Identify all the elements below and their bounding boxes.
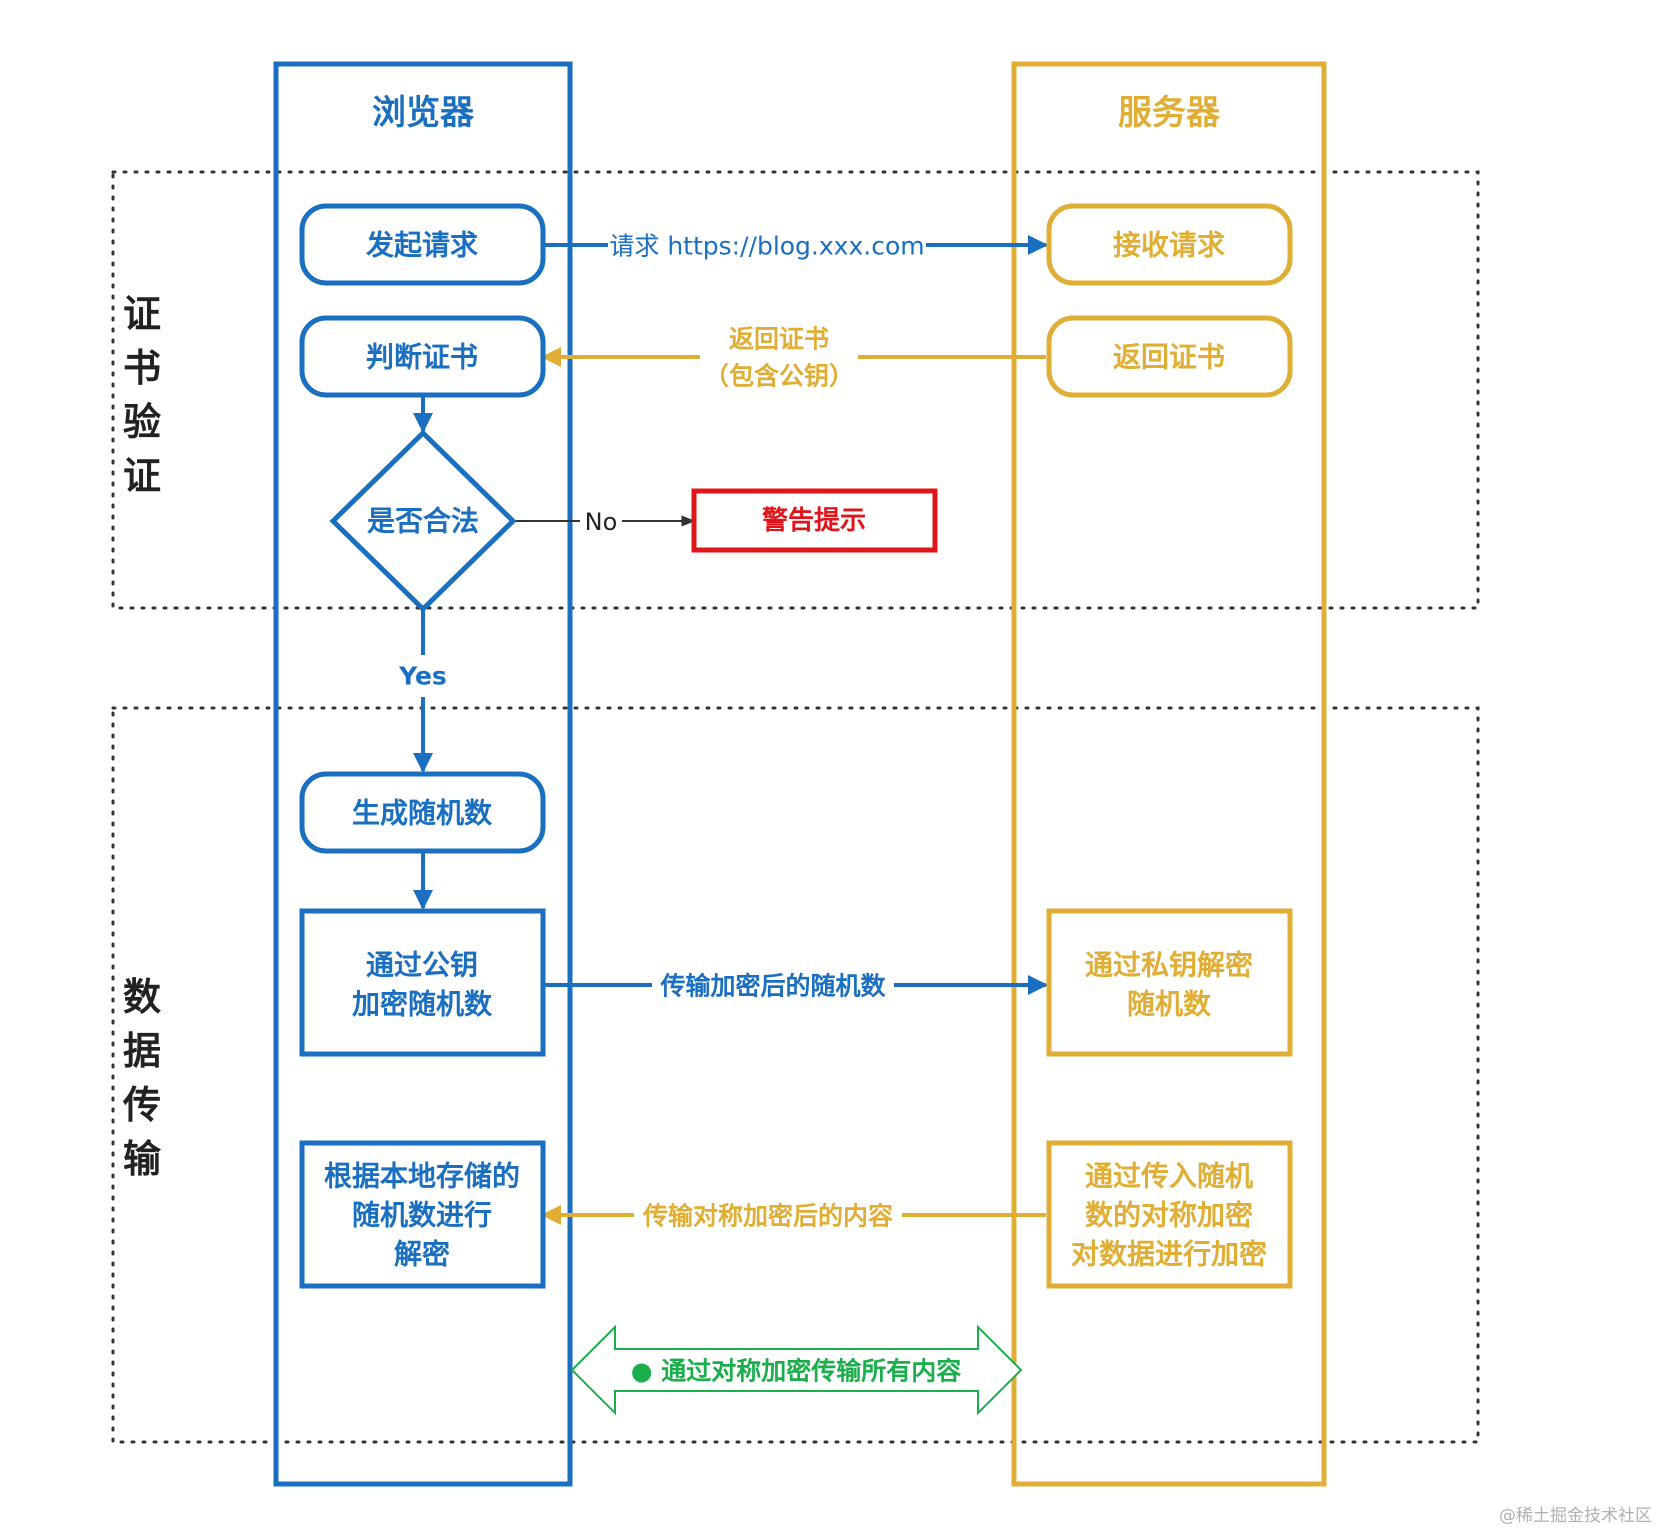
edge-return-cert-label: 返回证书	[729, 325, 829, 354]
symmetric-transfer-arrow	[570, 1324, 1023, 1416]
edge-label-bg	[652, 968, 894, 1002]
yes-label: Yes	[398, 662, 447, 691]
server-lane	[1011, 61, 1327, 1487]
phase-label-char: 传	[122, 1083, 161, 1127]
symmetric-transfer-label: ● 通过对称加密传输所有内容	[631, 1357, 962, 1386]
node-judge-cert-label: 判断证书	[366, 341, 478, 374]
node-is-valid-diamond	[329, 429, 517, 613]
node-receive-request-label: 接收请求	[1113, 229, 1225, 262]
node-encrypt-random-label: 加密随机数	[352, 988, 493, 1021]
node-send-request-label: 发起请求	[365, 229, 478, 262]
browser-lane	[273, 61, 573, 1487]
phase-label-char: 据	[123, 1029, 161, 1073]
node-decrypt-random	[1046, 908, 1293, 1057]
node-decrypt-content-label: 解密	[394, 1238, 450, 1271]
node-encrypt-random	[299, 908, 546, 1057]
edge-request-label: 请求 https://blog.xxx.com	[609, 232, 924, 261]
node-receive-request	[1046, 203, 1293, 286]
server-lane-title: 服务器	[1118, 93, 1221, 133]
edge-return-cert-label: （包含公钥）	[704, 362, 854, 391]
phase-box-cert-verify	[111, 170, 1480, 610]
node-encrypt-data-label: 对数据进行加密	[1071, 1238, 1267, 1271]
phase-label-data-transfer: 数 据 传 输	[122, 975, 162, 1181]
node-decrypt-content	[299, 1140, 546, 1289]
edge-no-label: No	[585, 508, 618, 536]
phase-label-char: 输	[123, 1137, 162, 1181]
edge-label-bg	[580, 506, 622, 536]
node-warning	[691, 488, 938, 553]
node-encrypt-data	[1046, 1140, 1293, 1289]
node-encrypt-data-label: 数的对称加密	[1085, 1199, 1253, 1232]
edge-transfer-content-label: 传输对称加密后的内容	[642, 1202, 893, 1231]
node-decrypt-content-label: 随机数进行	[352, 1199, 492, 1232]
node-encrypt-data-label: 通过传入随机	[1085, 1160, 1253, 1193]
phase-label-char: 证	[123, 292, 161, 336]
edge-label-bg	[608, 228, 926, 262]
node-generate-random-label: 生成随机数	[352, 797, 493, 830]
phase-label-char: 证	[123, 454, 161, 498]
edge-label-bg	[700, 322, 858, 394]
node-judge-cert	[299, 315, 546, 398]
edge-transfer-random-label: 传输加密后的随机数	[659, 972, 886, 1001]
browser-lane-title: 浏览器	[372, 93, 475, 133]
node-decrypt-random-label: 随机数	[1127, 988, 1212, 1021]
node-generate-random	[299, 771, 546, 854]
node-decrypt-content-label: 根据本地存储的	[324, 1160, 520, 1193]
node-is-valid-label: 是否合法	[367, 505, 479, 538]
node-decrypt-random-label: 通过私钥解密	[1085, 949, 1253, 982]
phase-label-char: 数	[123, 975, 161, 1019]
node-return-cert	[1046, 315, 1293, 398]
phase-label-cert-verify: 证 书 验 证	[123, 292, 161, 498]
phase-label-char: 验	[123, 400, 161, 444]
phase-box-data-transfer	[111, 706, 1480, 1444]
watermark: @稀土掘金技术社区	[1499, 1506, 1652, 1526]
node-warning-label: 警告提示	[762, 505, 866, 536]
phase-label-char: 书	[123, 346, 161, 390]
edge-label-bg	[634, 1198, 902, 1232]
node-encrypt-random-label: 通过公钥	[366, 949, 478, 982]
node-send-request	[299, 203, 546, 286]
node-return-cert-label: 返回证书	[1113, 341, 1225, 374]
